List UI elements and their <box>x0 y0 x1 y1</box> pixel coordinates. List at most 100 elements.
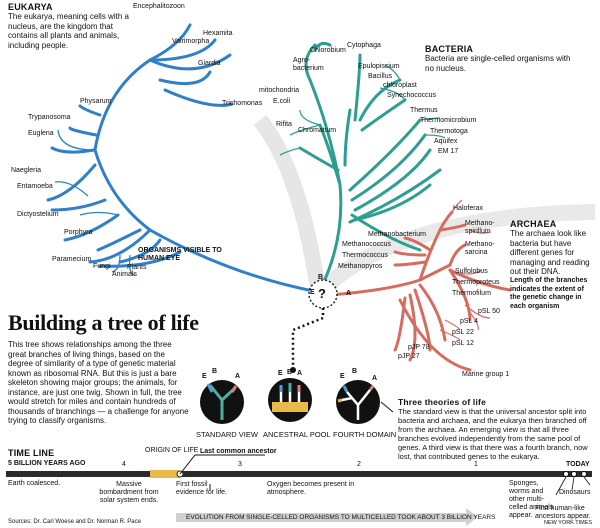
eukarya-heading: EUKARYA <box>8 2 53 12</box>
archaea-heading: ARCHAEA <box>510 219 557 229</box>
fourth-domain-e: E <box>340 373 345 380</box>
label-dictyostelium: Dictyostelium <box>17 211 59 218</box>
timeline-tick-4: 4 <box>122 461 126 468</box>
label-trypanosoma: Trypanosoma <box>28 114 71 121</box>
label-psl12: pSL 12 <box>452 340 474 347</box>
root-label-a: A <box>346 290 352 297</box>
label-chloroplast: chloroplast <box>383 82 417 89</box>
label-thermococcus: Thermococcus <box>342 252 388 259</box>
label-thermotoga: Thermotoga <box>430 128 468 135</box>
fourth-domain-a: A <box>372 375 378 382</box>
root-question-mark: ? <box>318 286 326 301</box>
label-plants: Plants <box>127 264 147 271</box>
timeline-start-label: 5 BILLION YEARS AGO <box>8 460 86 467</box>
event-oxygen: Oxygen becomes present in atmosphere. <box>267 481 355 496</box>
timeline-tick-1: 1 <box>474 461 478 468</box>
ancestral-pool-a: A <box>297 370 303 377</box>
ancestral-pool-label: ANCESTRAL POOL <box>263 430 331 439</box>
label-agrobacterium: Agro-bacterium <box>293 57 324 72</box>
sources-credit: Sources: Dr. Carl Woese and Dr. Norman R… <box>8 519 141 525</box>
label-methanospirillum: Methano-spirillum <box>465 220 495 235</box>
label-methanococcus: Methanococcus <box>342 241 392 248</box>
label-paramecium: Paramecium <box>52 256 92 263</box>
standard-view-b: B <box>212 368 218 375</box>
event-human-ancestors: First human-like ancestors appear. <box>535 505 591 520</box>
ancestral-pool-e: E <box>278 370 283 377</box>
timeline-tick-2: 2 <box>357 461 361 468</box>
root-label-e: E <box>310 289 315 296</box>
label-sulfolobus: Sulfolobus <box>455 268 488 275</box>
label-methanosarcina: Methano-sarcina <box>465 241 495 256</box>
standard-view-a: A <box>235 373 241 380</box>
timeline-heading: TIME LINE <box>8 448 55 458</box>
label-chlorobium: Chlorobium <box>310 47 346 54</box>
label-mitochondria: mitochondria <box>259 87 300 94</box>
label-giardia: Giardia <box>198 60 221 67</box>
label-thermofilum: Thermofilum <box>452 290 491 297</box>
main-description: This tree shows relationships among the … <box>8 340 189 425</box>
label-animals: Animals <box>112 271 137 278</box>
archaea-description: The archaea look like bacteria but have … <box>510 229 590 276</box>
label-bacillus: Bacillus <box>368 73 393 80</box>
label-rifita: Rifita <box>276 121 292 128</box>
label-naegleria: Naegleria <box>11 167 41 174</box>
event-bombardment: Massive bombardment from solar system en… <box>99 481 159 504</box>
origin-of-life-label: ORIGIN OF LIFE <box>145 447 199 454</box>
label-synechococcus: Synechococcus <box>387 92 437 99</box>
label-thermomicrobium: Thermomicrobium <box>420 117 477 124</box>
label-methanobacterium: Methanobacterium <box>368 231 426 238</box>
archaea-branches <box>328 210 512 372</box>
label-marine-group-1: Marine group 1 <box>462 371 510 378</box>
label-methanopyros: Methanopyros <box>338 263 383 270</box>
label-physarum: Physarum <box>80 98 112 105</box>
label-chromatium: Chromatium <box>298 127 337 134</box>
timeline-bar <box>6 454 592 526</box>
eukarya-description: The eukarya, meaning cells with a nucleu… <box>8 12 129 50</box>
eukarya-branches <box>46 23 320 294</box>
label-aquifex: Aquifex <box>434 138 458 145</box>
label-euglena: Euglena <box>28 130 54 137</box>
fourth-domain-b: B <box>352 368 358 375</box>
label-psl22: pSL 22 <box>452 329 474 336</box>
bacteria-branches <box>298 41 442 292</box>
theories-heading: Three theories of life <box>398 397 487 407</box>
label-epulopiscium: Epulopiscium <box>358 63 400 70</box>
standard-view-label: STANDARD VIEW <box>196 430 258 439</box>
standard-view-e: E <box>202 373 207 380</box>
timeline-tick-3: 3 <box>238 461 242 468</box>
label-cytophaga: Cytophaga <box>347 42 381 49</box>
archaea-branch-note: Length of the branches indicates the ext… <box>510 277 588 310</box>
label-pjp27: pJP 27 <box>398 353 420 360</box>
event-earth-coalesced: Earth coalesced. <box>8 480 61 487</box>
bacteria-heading: BACTERIA <box>425 44 474 54</box>
event-first-fossil: First fossil evidence for life. <box>176 481 227 496</box>
label-vairimorpha: Vairimorpha <box>172 38 210 45</box>
ancestral-pool-b: B <box>287 369 293 376</box>
label-thermus: Thermus <box>410 107 438 114</box>
last-common-ancestor-label: Last common ancestor <box>200 448 277 455</box>
visible-organisms-label: ORGANISMS VISIBLE TO HUMAN EYE <box>138 247 222 262</box>
publisher-credit: NEW YORK TIMES <box>544 520 593 526</box>
label-thermoproteus: Thermoproteus <box>452 279 500 286</box>
label-psl50: pSL 50 <box>478 308 500 315</box>
label-fungi: Fungi <box>93 263 111 270</box>
label-encephalitozoon: Encephalitozoon <box>133 3 185 10</box>
label-haloferax: Haloferax <box>453 205 483 212</box>
label-trichomonas: Trichomonas <box>222 100 263 107</box>
root-label-b: B <box>318 274 324 281</box>
event-multicelled-animals: Sponges, worms and other multi-celled an… <box>509 480 554 519</box>
theory-circles <box>200 378 394 424</box>
label-em17: EM 17 <box>438 148 459 155</box>
label-pjp78: pJP 78 <box>408 344 430 351</box>
label-psl4: pSL 4 <box>460 318 479 325</box>
fourth-domain-label: FOURTH DOMAIN <box>333 430 397 439</box>
label-ecoli: E.coli <box>273 98 291 105</box>
label-porphyra: Porphyra <box>64 229 93 236</box>
page-title: Building a tree of life <box>8 310 199 335</box>
event-dinosaurs: Dinosaurs <box>559 489 591 496</box>
label-hexamita: Hexamita <box>203 30 233 37</box>
label-entamoeba: Entamoeba <box>17 183 53 190</box>
bacteria-description: Bacteria are single-celled organisms wit… <box>425 54 571 73</box>
evolution-span-label: EVOLUTION FROM SINGLE-CELLED ORGANISMS T… <box>186 514 496 521</box>
